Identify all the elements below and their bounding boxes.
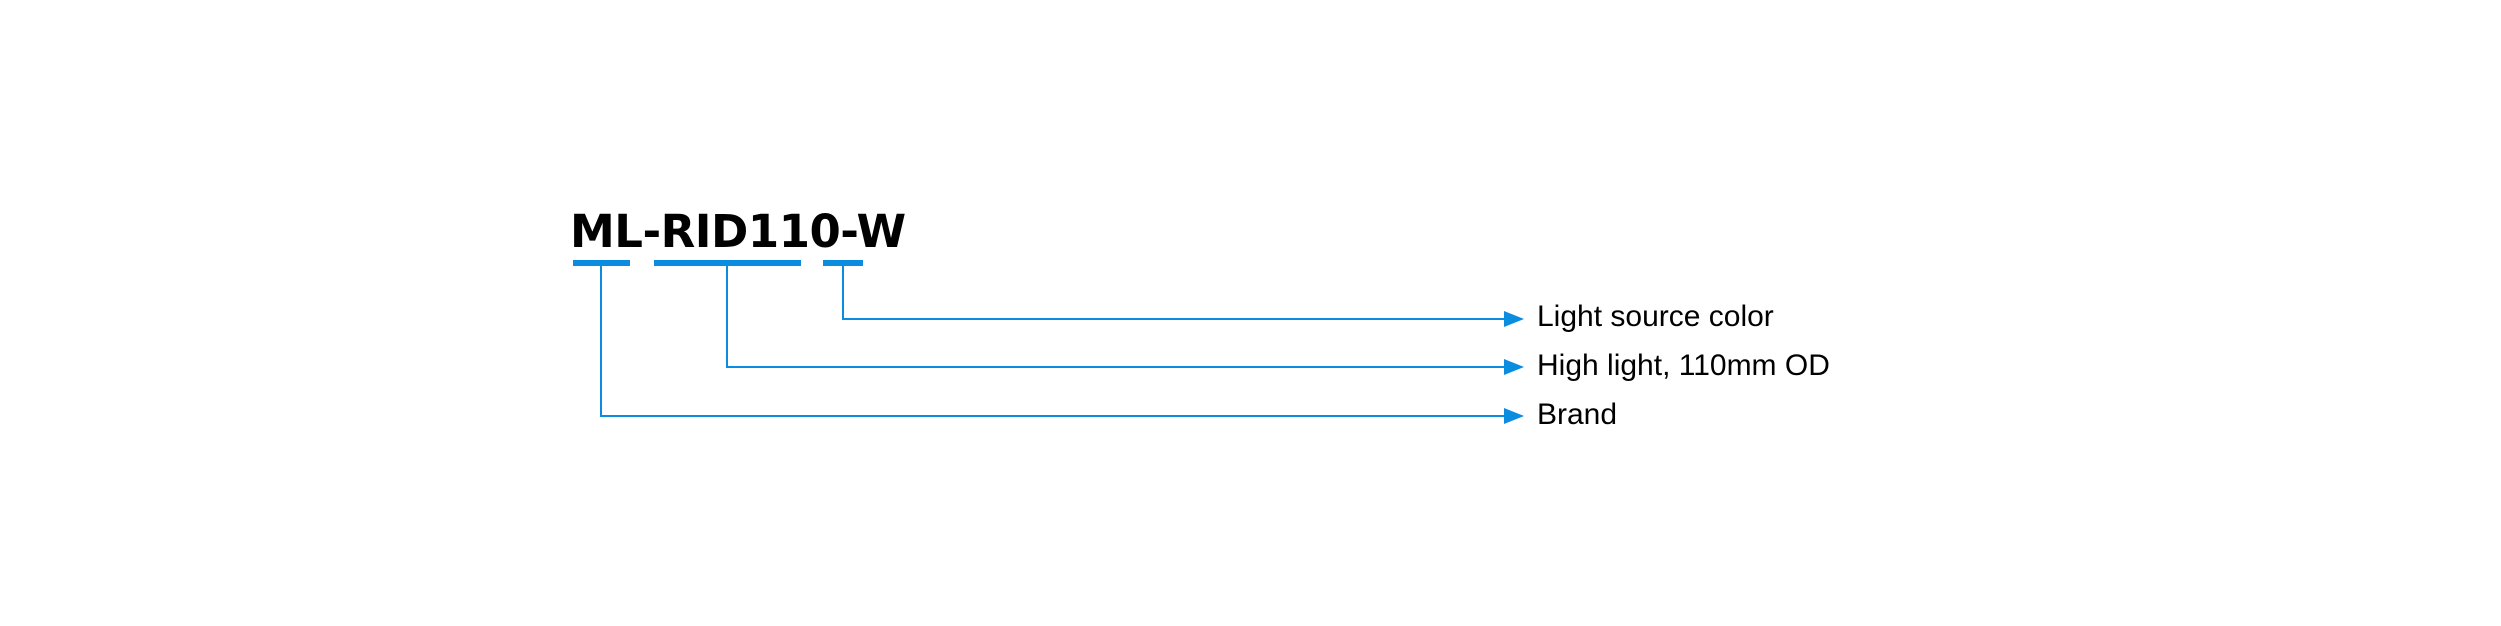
connector-brand [600,266,1524,424]
label-brand: Brand [1537,398,1618,431]
segment-underline-model [654,260,801,266]
segment-underline-brand [573,260,630,266]
part-number: ML-RID110-W [570,205,906,258]
connector-model [726,266,1524,375]
label-light-source-color: Light source color [1537,300,1774,333]
segment-underline-color [823,260,863,266]
connector-color [842,266,1524,327]
label-high-light-od: High light, 110mm OD [1537,349,1830,382]
